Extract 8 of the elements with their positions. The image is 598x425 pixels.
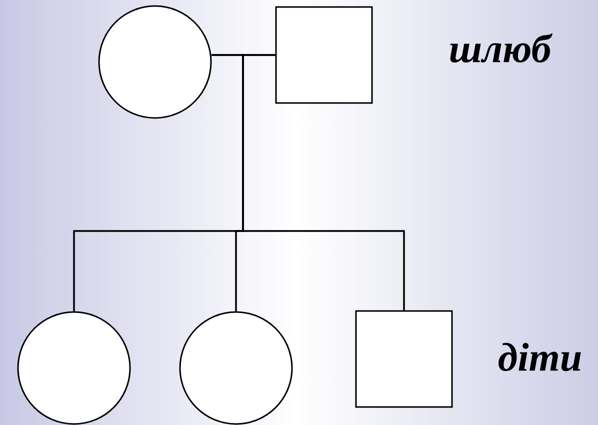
square-symbol (355, 310, 453, 408)
label-text: шлюб (450, 33, 553, 63)
connector-line (242, 54, 405, 310)
circle-symbol (17, 311, 131, 425)
circle-symbol (98, 5, 212, 119)
label-text: діти (498, 342, 581, 372)
circle-symbol (179, 311, 293, 425)
square-symbol (275, 6, 373, 104)
